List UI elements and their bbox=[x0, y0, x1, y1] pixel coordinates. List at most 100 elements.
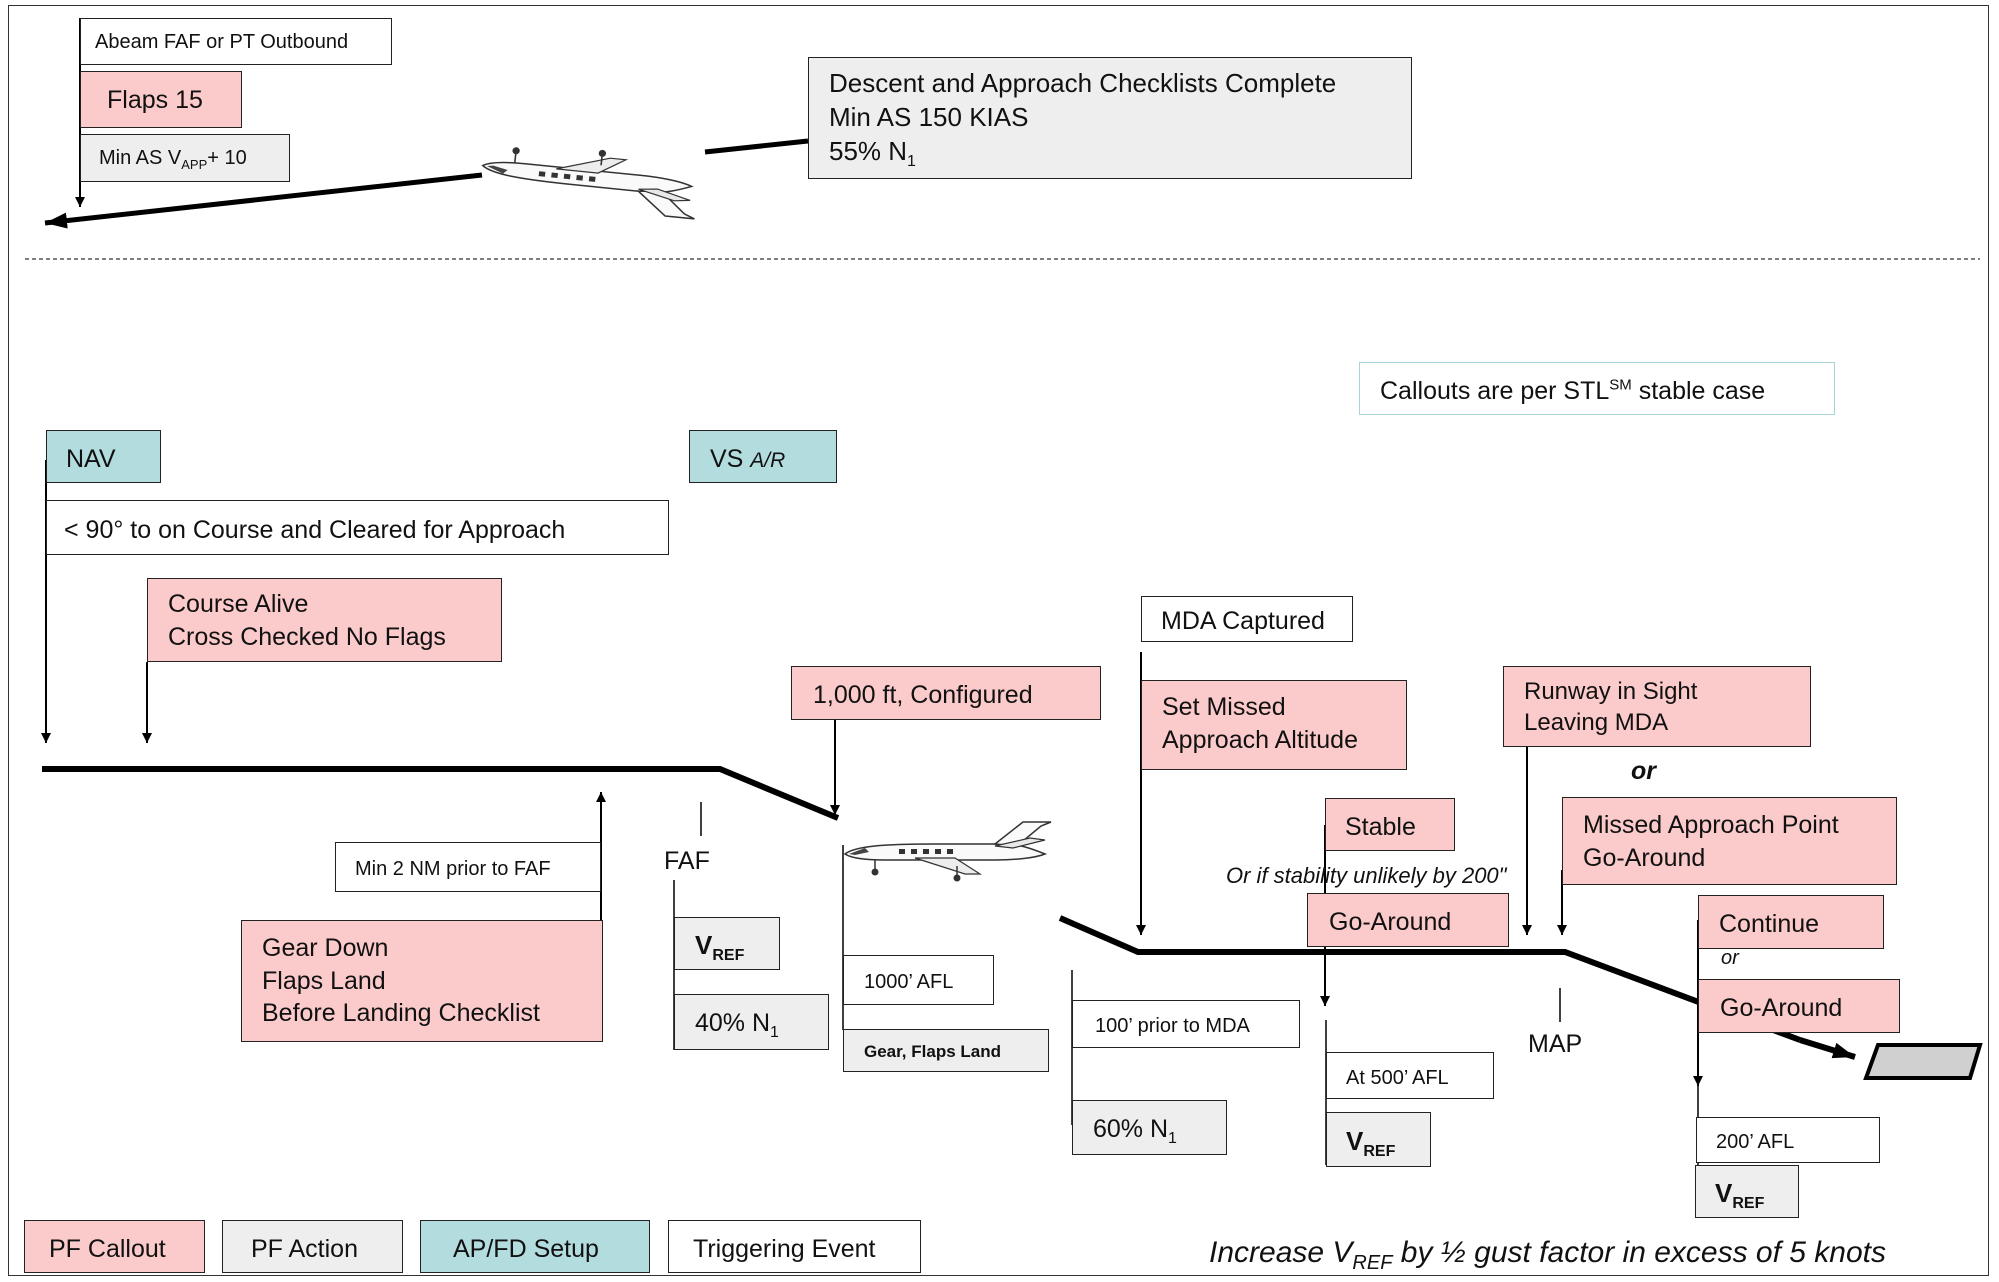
descent-line-1: Descent and Approach Checklists Complete bbox=[829, 68, 1337, 98]
gear-down-box: Gear Down Flaps Land Before Landing Chec… bbox=[241, 920, 603, 1042]
legend-pf-action-label: PF Action bbox=[251, 1235, 358, 1263]
course-alive-line-2: Cross Checked No Flags bbox=[168, 622, 446, 651]
course-condition-box: < 90° to on Course and Cleared for Appro… bbox=[46, 500, 669, 555]
vref-afl200-text: V bbox=[1715, 1178, 1733, 1208]
stability-note: Or if stability unlikely by 200" bbox=[1226, 863, 1507, 888]
gust-factor-note: Increase VREF by ½ gust factor in excess… bbox=[1209, 1236, 1886, 1275]
legend-pf-callout: PF Callout bbox=[24, 1220, 205, 1273]
gear-flaps-land-box: Gear, Flaps Land bbox=[843, 1029, 1049, 1072]
afl1000-box: 1000’ AFL bbox=[843, 955, 994, 1005]
descent-n1-text: 55% N bbox=[829, 135, 908, 166]
at500-box: At 500’ AFL bbox=[1326, 1052, 1494, 1099]
aircraft-approach-icon bbox=[844, 821, 1052, 883]
vs-sub-label: A/R bbox=[750, 449, 786, 472]
diagram-frame bbox=[8, 5, 1989, 1276]
min2nm-label: Min 2 NM prior to FAF bbox=[355, 858, 551, 880]
goaround-end-box: Go-Around bbox=[1698, 979, 1900, 1033]
legend-triggering-event-label: Triggering Event bbox=[693, 1235, 876, 1263]
map-label: MAP bbox=[1528, 1030, 1583, 1058]
gear-down-line-2: Flaps Land bbox=[262, 966, 386, 995]
missed-point-box: Missed Approach Point Go-Around bbox=[1562, 797, 1897, 885]
configured-box: 1,000 ft, Configured bbox=[791, 666, 1101, 720]
course-alive-line-1: Course Alive bbox=[168, 590, 309, 618]
vs-box: VS A/R bbox=[689, 430, 837, 483]
n1-40-box: 40% N1 bbox=[674, 994, 829, 1050]
or-small-label: or bbox=[1721, 947, 1739, 969]
nav-box: NAV bbox=[46, 430, 161, 483]
runway-sight-box: Runway in Sight Leaving MDA bbox=[1503, 666, 1811, 747]
mda-captured-box: MDA Captured bbox=[1141, 596, 1353, 642]
or-label: or bbox=[1631, 757, 1656, 785]
configured-label: 1,000 ft, Configured bbox=[813, 681, 1033, 709]
afl200-label: 200’ AFL bbox=[1716, 1131, 1795, 1153]
descent-checklist-box: Descent and Approach Checklists Complete… bbox=[808, 57, 1412, 179]
min-as-text: Min AS V bbox=[99, 147, 182, 169]
descent-line-3: 55% N1 bbox=[829, 135, 1411, 173]
descent-line-2: Min AS 150 KIAS bbox=[829, 101, 1029, 132]
n1-60-box: 60% N1 bbox=[1072, 1100, 1227, 1155]
prior-mda-box: 100’ prior to MDA bbox=[1072, 1000, 1300, 1048]
mda-captured-label: MDA Captured bbox=[1161, 607, 1325, 635]
abeam-faf-label: Abeam FAF or PT Outbound bbox=[95, 31, 349, 53]
n1-40-sub: 1 bbox=[770, 1024, 779, 1041]
runway-sight-line-1: Runway in Sight bbox=[1524, 678, 1698, 705]
runway-icon bbox=[1863, 1043, 1983, 1080]
missed-point-line-2: Go-Around bbox=[1583, 843, 1706, 872]
min-as-box: Min AS VAPP+ 10 bbox=[80, 134, 290, 182]
min2nm-box: Min 2 NM prior to FAF bbox=[335, 842, 601, 892]
goaround-mid-label: Go-Around bbox=[1329, 908, 1452, 936]
course-condition-label: < 90° to on Course and Cleared for Appro… bbox=[64, 516, 566, 544]
set-missed-box: Set Missed Approach Altitude bbox=[1141, 680, 1407, 770]
n1-40-text: 40% N bbox=[695, 1009, 771, 1037]
legend-pf-callout-label: PF Callout bbox=[49, 1235, 166, 1263]
legend-apfd-setup-label: AP/FD Setup bbox=[453, 1235, 599, 1263]
stable-note-sup: SM bbox=[1609, 376, 1632, 394]
runway-arrow-line bbox=[1799, 1037, 1856, 1060]
afl200-box: 200’ AFL bbox=[1696, 1117, 1880, 1163]
vref-at500-box: VREF bbox=[1326, 1112, 1431, 1167]
min-as-sub: APP bbox=[181, 157, 208, 172]
vref-faf-text: V bbox=[695, 930, 713, 960]
vref-at500-sub: REF bbox=[1363, 1143, 1396, 1161]
abeam-faf-box: Abeam FAF or PT Outbound bbox=[80, 18, 392, 65]
legend-pf-action: PF Action bbox=[222, 1220, 403, 1273]
legend-apfd-setup: AP/FD Setup bbox=[420, 1220, 650, 1273]
stable-note-box: Callouts are per STLSM stable case bbox=[1359, 362, 1835, 415]
mda-segment-path bbox=[1058, 915, 1802, 1043]
flaps15-box: Flaps 15 bbox=[80, 71, 242, 128]
continue-box: Continue bbox=[1698, 895, 1884, 949]
continue-label: Continue bbox=[1719, 910, 1820, 938]
flaps15-label: Flaps 15 bbox=[107, 86, 203, 114]
gust-sub: REF bbox=[1352, 1252, 1393, 1274]
runway-sight-line-2: Leaving MDA bbox=[1524, 709, 1669, 737]
gear-down-line-1: Gear Down bbox=[262, 934, 389, 962]
n1-60-sub: 1 bbox=[1168, 1130, 1177, 1147]
missed-point-line-1: Missed Approach Point bbox=[1583, 811, 1839, 839]
gust-suffix: by ½ gust factor in excess of 5 knots bbox=[1392, 1236, 1887, 1269]
course-alive-box: Course Alive Cross Checked No Flags bbox=[147, 578, 502, 662]
descent-n1-sub: 1 bbox=[907, 152, 916, 170]
goaround-end-label: Go-Around bbox=[1720, 994, 1843, 1022]
gust-text: Increase V bbox=[1209, 1236, 1353, 1269]
aircraft-top-icon bbox=[478, 137, 702, 220]
vref-at500-text: V bbox=[1346, 1126, 1364, 1156]
stable-box: Stable bbox=[1325, 798, 1455, 851]
gear-flaps-land-label: Gear, Flaps Land bbox=[864, 1042, 1001, 1061]
top-descent-line-right bbox=[704, 138, 809, 155]
vs-label: VS bbox=[710, 445, 751, 473]
gear-down-line-3: Before Landing Checklist bbox=[262, 999, 540, 1027]
n1-60-text: 60% N bbox=[1093, 1115, 1169, 1143]
afl1000-label: 1000’ AFL bbox=[864, 971, 954, 993]
approach-profile-path bbox=[42, 766, 840, 821]
set-missed-line-2: Approach Altitude bbox=[1162, 725, 1358, 754]
stable-label: Stable bbox=[1345, 813, 1416, 841]
vref-afl200-sub: REF bbox=[1732, 1195, 1765, 1213]
vref-faf-sub: REF bbox=[712, 947, 745, 965]
vref-afl200-box: VREF bbox=[1695, 1165, 1799, 1218]
stable-note-text: Callouts are per STL bbox=[1380, 377, 1610, 405]
nav-label: NAV bbox=[66, 445, 116, 473]
top-descent-line-left bbox=[44, 172, 483, 229]
prior-mda-label: 100’ prior to MDA bbox=[1095, 1015, 1250, 1037]
set-missed-line-1: Set Missed bbox=[1162, 693, 1286, 721]
legend-triggering-event: Triggering Event bbox=[668, 1220, 921, 1273]
